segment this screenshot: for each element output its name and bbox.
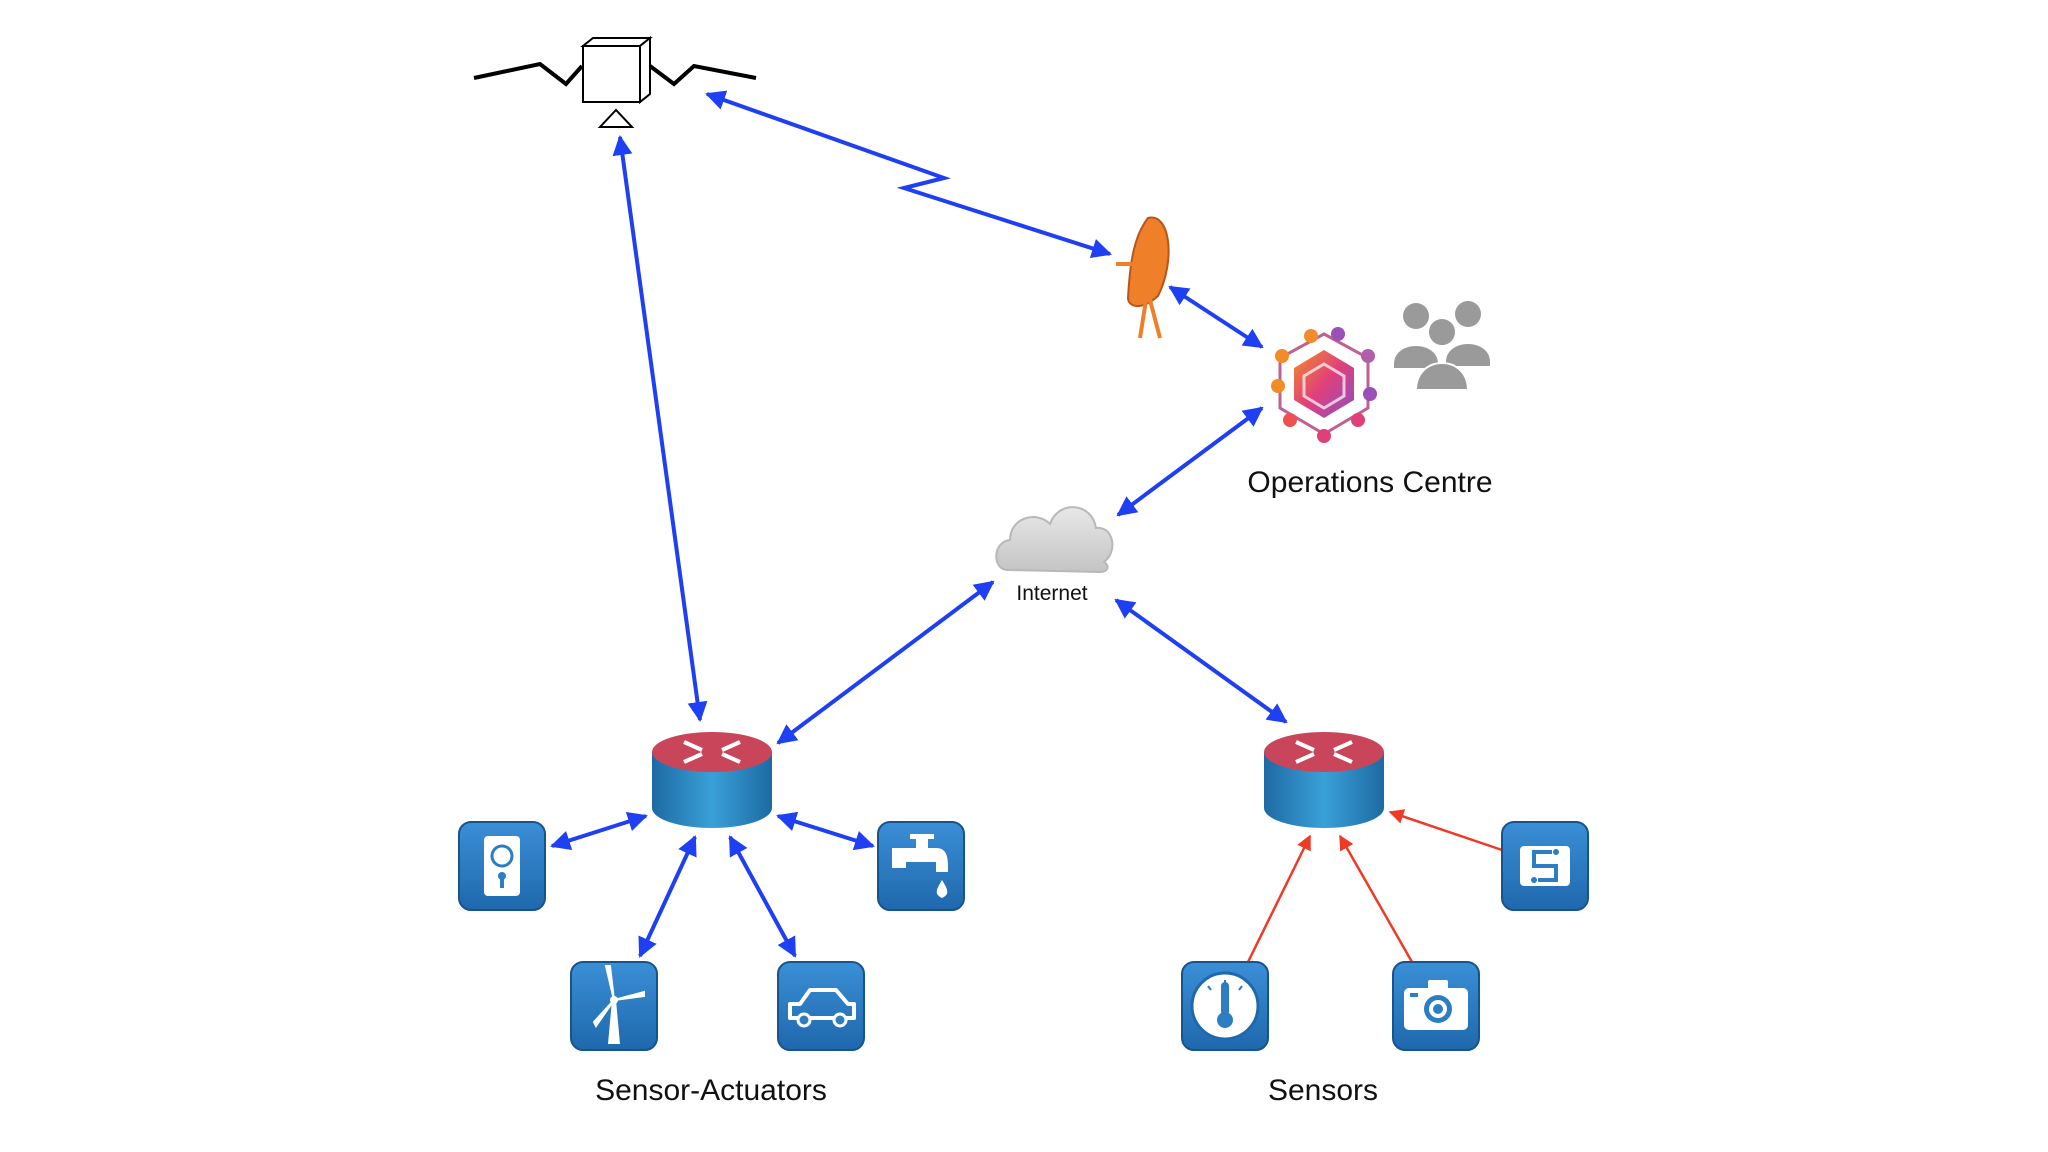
water-tap-icon (877, 821, 965, 911)
hexagon-hub-icon (1271, 327, 1377, 443)
satellite-dish-icon (1116, 216, 1170, 339)
sensors-label: Sensors (1268, 1074, 1378, 1107)
internet-to-sensor-gateway-link (1114, 598, 1288, 724)
people-group-icon (1394, 301, 1490, 391)
actuator-gateway-router-icon (652, 732, 772, 828)
car-icon (777, 961, 865, 1051)
ground-to-operations-link (1168, 285, 1264, 349)
gateway-to-lock-link (550, 811, 648, 851)
operations-centre-label: Operations Centre (1247, 466, 1492, 499)
satellite-to-gateway-link (612, 135, 708, 722)
wind-turbine-icon (570, 961, 658, 1051)
thermometer-to-gateway-link (1246, 834, 1312, 963)
operations-to-internet-link (1116, 406, 1264, 517)
smart-lock-icon (458, 821, 546, 911)
camera-to-gateway-link (1338, 834, 1414, 963)
circuit-sensor-icon (1501, 821, 1589, 911)
cloud-icon (995, 506, 1114, 574)
internet-label: Internet (1016, 582, 1087, 605)
sensor-gateway-router-icon (1264, 732, 1384, 828)
gateway-to-tap-link (776, 811, 875, 851)
sensor-actuators-label: Sensor-Actuators (595, 1074, 827, 1107)
satellite-to-ground-link (705, 90, 1112, 259)
satellite-icon (473, 35, 757, 128)
gateway-to-car-link (728, 835, 797, 958)
circuit-sensor-to-gateway-link (1388, 809, 1503, 852)
camera-icon (1392, 961, 1480, 1051)
internet-to-actuator-gateway-link (776, 580, 995, 745)
gateway-to-turbine-link (638, 835, 697, 958)
thermometer-gauge-icon (1181, 961, 1269, 1051)
